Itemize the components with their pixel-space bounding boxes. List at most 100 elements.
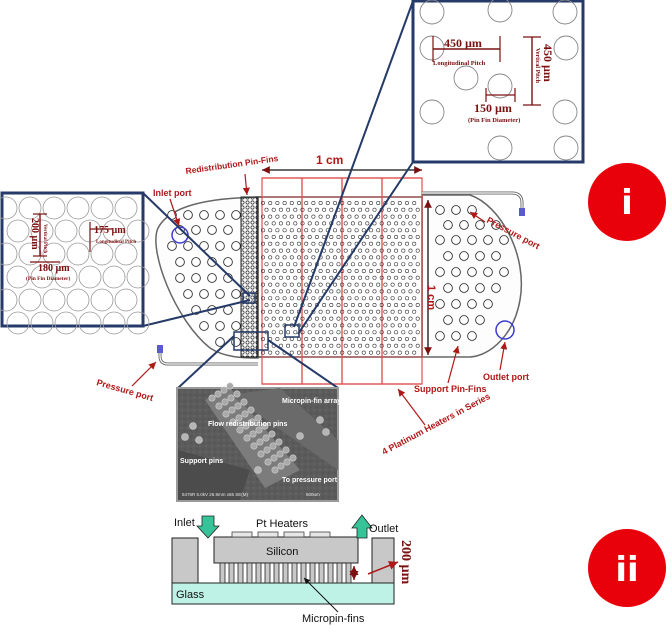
micropin: [379, 262, 384, 267]
sem-support-pin: [181, 433, 189, 441]
micropin: [354, 268, 359, 273]
sem-pin: [226, 382, 234, 390]
micropin: [260, 255, 265, 260]
micropin: [264, 207, 269, 212]
sem-support-pin: [316, 416, 324, 424]
micropin: [401, 235, 406, 240]
micropin: [404, 228, 409, 233]
sem-pin: [235, 414, 243, 422]
micropin-fin: [318, 562, 325, 584]
micropin: [268, 241, 273, 246]
micropin: [293, 275, 298, 280]
micropin: [376, 296, 381, 301]
micropin-fins-label: Micropin-fins: [302, 613, 365, 625]
micropin: [311, 323, 316, 328]
inset-left-pin: [42, 242, 66, 266]
micropin: [332, 255, 337, 260]
inset-left: 200 µm Vertical Pitch 175 µm Longitudina…: [0, 191, 150, 335]
outlet-port: [495, 320, 515, 340]
sem-pin: [250, 442, 258, 450]
micropin: [394, 221, 399, 226]
dimension-1cm-vertical-label: 1 cm: [425, 285, 437, 310]
micropin: [343, 289, 348, 294]
micropin: [304, 309, 309, 314]
micropin-fin: [264, 562, 271, 584]
micropin: [361, 268, 366, 273]
micropin: [264, 221, 269, 226]
plenum-pin: [491, 220, 501, 230]
micropin: [358, 302, 363, 307]
sem-pin: [289, 454, 297, 462]
micropin: [329, 316, 334, 321]
sem-pin: [222, 410, 230, 418]
micropin: [383, 214, 388, 219]
micropin: [372, 330, 377, 335]
micropin: [260, 309, 265, 314]
micropin: [304, 350, 309, 355]
micropin: [307, 343, 312, 348]
inset-left-pin: [114, 288, 138, 312]
micropin: [394, 235, 399, 240]
micropin: [340, 241, 345, 246]
micropin: [332, 350, 337, 355]
micropin: [343, 275, 348, 280]
micropin-fin: [273, 562, 280, 584]
micropin: [329, 207, 334, 212]
micropin: [365, 316, 370, 321]
micropin: [286, 316, 291, 321]
micropin: [282, 255, 287, 260]
micropin: [347, 296, 352, 301]
micropin: [340, 282, 345, 287]
sem-support-pin: [322, 428, 330, 436]
micropin: [282, 201, 287, 206]
micropin: [325, 214, 330, 219]
micropin: [390, 336, 395, 341]
silicon-label: Silicon: [266, 546, 298, 558]
plenum-pin: [483, 299, 493, 309]
micropin: [376, 323, 381, 328]
micropin: [372, 235, 377, 240]
micropin: [347, 201, 352, 206]
micropin: [307, 330, 312, 335]
micropin: [260, 282, 265, 287]
micropin: [296, 241, 301, 246]
micropin: [361, 323, 366, 328]
micropin: [415, 207, 420, 212]
micropin-fin: [246, 562, 253, 584]
micropin: [332, 228, 337, 233]
micropin: [322, 207, 327, 212]
micropin: [350, 289, 355, 294]
micropin-fin: [228, 562, 235, 584]
sem-pin: [264, 458, 272, 466]
micropin: [296, 268, 301, 273]
badge-ii: ii: [588, 529, 666, 607]
inset-left-pin: [30, 311, 54, 335]
plenum-pin: [459, 220, 469, 230]
micropin: [278, 302, 283, 307]
micropin: [365, 330, 370, 335]
micropin: [415, 248, 420, 253]
plenum-pin: [459, 283, 469, 293]
sem-pin: [234, 402, 242, 410]
micropin: [268, 323, 273, 328]
micropin: [361, 201, 366, 206]
micropin: [264, 302, 269, 307]
micropin: [286, 248, 291, 253]
micropin: [307, 262, 312, 267]
micropin: [278, 235, 283, 240]
micropin: [404, 323, 409, 328]
micropin: [314, 207, 319, 212]
micropin: [293, 235, 298, 240]
micropin: [268, 201, 273, 206]
micropin-fin: [300, 562, 307, 584]
micropin: [275, 323, 280, 328]
micropin: [415, 302, 420, 307]
micropin: [340, 214, 345, 219]
sem-pin: [240, 398, 248, 406]
micropin: [307, 302, 312, 307]
sem-pin: [233, 390, 241, 398]
micropin: [293, 343, 298, 348]
micropin: [278, 289, 283, 294]
micropin: [365, 289, 370, 294]
micropin: [296, 201, 301, 206]
